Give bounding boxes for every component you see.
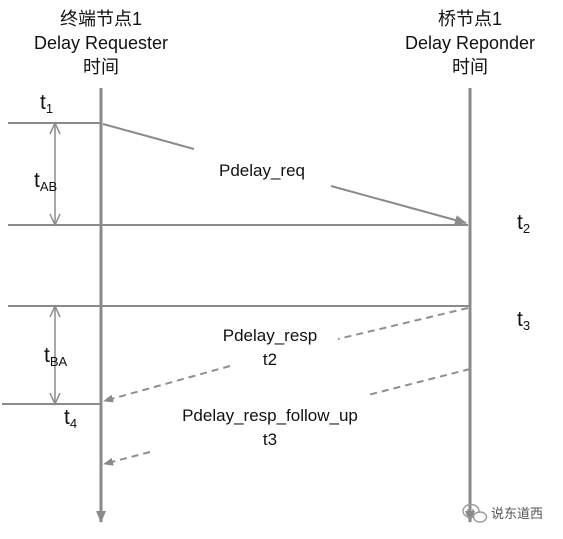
tab-arrow-down: [49, 213, 61, 227]
follow-up-segment-1: [367, 368, 471, 396]
t4-label: t4: [64, 406, 77, 431]
left-node-title: 终端节点1: [60, 9, 142, 29]
t3-label: t3: [517, 308, 530, 333]
pdelay-resp-timestamp: t2: [263, 350, 277, 369]
pdelay-resp-label: Pdelay_resp: [223, 326, 318, 345]
t1-label: t1: [40, 91, 53, 116]
tba-arrow-down: [49, 392, 61, 406]
pdelay-req-label: Pdelay_req: [219, 161, 305, 180]
pdelay-req-segment-2: [330, 185, 467, 225]
follow-up-label: Pdelay_resp_follow_up: [182, 406, 358, 425]
right-node-axis-label: 时间: [452, 57, 488, 77]
left-node-axis-label: 时间: [83, 57, 119, 77]
tba-label: tBA: [44, 344, 68, 369]
tab-label: tAB: [34, 169, 57, 194]
right-node-title: 桥节点1: [438, 9, 502, 29]
wechat-icon: [462, 503, 488, 523]
watermark-text: 说东道西: [491, 506, 543, 521]
pdelay-resp-segment-1: [337, 307, 469, 340]
follow-up-timestamp: t3: [263, 430, 277, 449]
left-node-role: Delay Requester: [34, 33, 168, 53]
t2-label: t2: [517, 211, 530, 236]
pdelay-resp-segment-2: [103, 365, 231, 403]
tab-arrow-up: [49, 121, 61, 135]
right-node-role: Delay Reponder: [405, 33, 535, 53]
tba-arrow-up: [49, 304, 61, 318]
follow-up-segment-2: [103, 451, 151, 466]
pdelay-req-segment-1: [102, 123, 195, 150]
